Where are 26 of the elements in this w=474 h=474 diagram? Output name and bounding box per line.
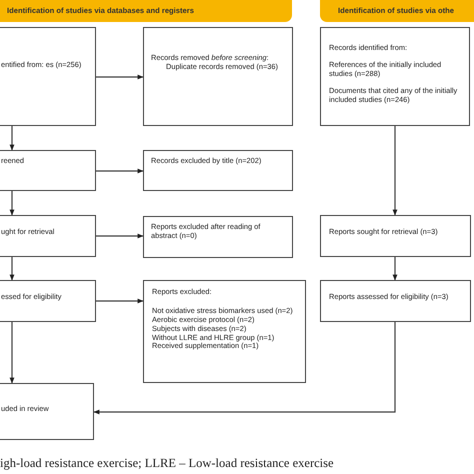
arrow [96,168,144,174]
arrow [10,191,14,216]
arrow [10,257,14,281]
caption: igh-load resistance exercise; LLRE – Low-load resistance exercise [0,456,334,471]
process-box [0,27,96,126]
arrow [93,322,396,414]
process-box [0,280,96,322]
process-box [320,27,470,126]
arrow [392,257,398,281]
process-box [143,280,306,383]
section-banner [320,0,474,22]
arrow [392,126,398,216]
process-box [0,383,94,440]
process-box [143,216,293,258]
arrow [96,234,144,238]
process-box [320,215,471,257]
arrow [10,126,14,151]
process-box [320,280,471,322]
arrow [96,74,144,80]
arrow [10,322,14,384]
section-banner [0,0,292,22]
process-box [143,150,293,191]
process-box [0,215,96,257]
process-box [0,150,96,191]
arrow [96,298,144,304]
process-box [143,27,293,126]
